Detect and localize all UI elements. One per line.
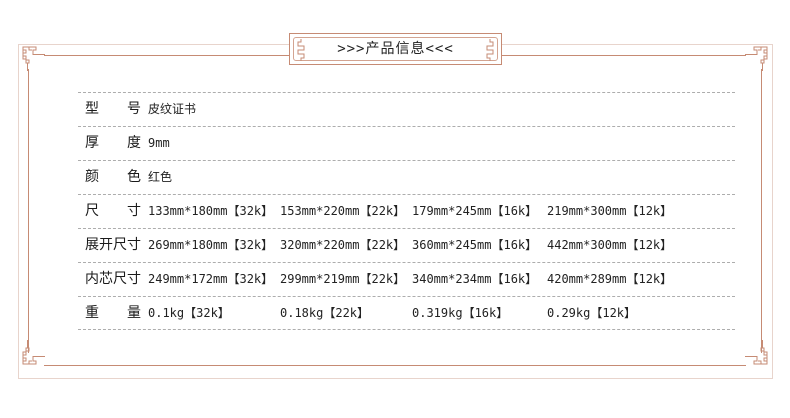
inner-frame-right-line — [761, 69, 762, 353]
table-row: 展开尺寸 269mm*180mm【32k】 320mm*220mm【22k】 360m… — [78, 228, 735, 262]
row-label: 重 量 — [85, 305, 141, 321]
row-label: 尺 寸 — [85, 203, 141, 219]
table-row: 重 量 0.1kg【32k】 0.18kg【22k】 0.319kg【16k】 0.29… — [78, 296, 735, 330]
row-value: 皮纹证书 — [148, 102, 197, 116]
table-row: 型 号皮纹证书 — [78, 92, 735, 126]
row-value: 0.1kg【32k】 — [148, 306, 230, 320]
row-label: 内芯尺寸 — [85, 271, 141, 287]
row-value: 360mm*245mm【16k】 — [412, 238, 538, 252]
row-value: 269mm*180mm【32k】 — [148, 238, 274, 252]
row-label: 展开尺寸 — [85, 237, 141, 253]
row-value: 320mm*220mm【22k】 — [280, 238, 406, 252]
row-value: 340mm*234mm【16k】 — [412, 272, 538, 286]
fret-corner-top-right-icon — [745, 45, 771, 71]
banner-fret-right-icon — [485, 39, 495, 65]
row-value: 442mm*300mm【12k】 — [547, 238, 673, 252]
product-spec-table: 型 号皮纹证书厚 度 9mm 颜 色红色尺 寸 133mm*180mm【32k】 153… — [78, 92, 735, 330]
banner-fret-left-icon — [296, 39, 306, 65]
row-value: 179mm*245mm【16k】 — [412, 204, 538, 218]
table-row: 厚 度 9mm — [78, 126, 735, 160]
inner-frame-left-line — [28, 69, 29, 353]
fret-corner-bottom-left-icon — [19, 340, 45, 366]
row-value: 9mm — [148, 136, 170, 150]
row-label: 厚 度 — [85, 135, 141, 151]
row-value: 299mm*219mm【22k】 — [280, 272, 406, 286]
row-value: 420mm*289mm【12k】 — [547, 272, 673, 286]
row-value: 219mm*300mm【12k】 — [547, 204, 673, 218]
row-label: 型 号 — [85, 101, 141, 117]
row-value: 0.18kg【22k】 — [280, 306, 370, 320]
title-banner: >>>产品信息<<< — [289, 33, 502, 65]
table-row: 尺 寸 133mm*180mm【32k】 153mm*220mm【22k】 179mm… — [78, 194, 735, 228]
row-value: 133mm*180mm【32k】 — [148, 204, 274, 218]
title-banner-inner-border — [293, 37, 498, 61]
row-value: 红色 — [148, 170, 173, 184]
table-row: 颜 色红色 — [78, 160, 735, 194]
row-value: 0.29kg【12k】 — [547, 306, 637, 320]
row-value: 0.319kg【16k】 — [412, 306, 509, 320]
row-label: 颜 色 — [85, 169, 141, 185]
table-row: 内芯尺寸 249mm*172mm【32k】 299mm*219mm【22k】 340m… — [78, 262, 735, 296]
row-value: 153mm*220mm【22k】 — [280, 204, 406, 218]
inner-frame-bottom-line — [44, 365, 746, 366]
row-value: 249mm*172mm【32k】 — [148, 272, 274, 286]
page-title: >>>产品信息<<< — [337, 41, 454, 57]
fret-corner-bottom-right-icon — [745, 340, 771, 366]
fret-corner-top-left-icon — [19, 45, 45, 71]
